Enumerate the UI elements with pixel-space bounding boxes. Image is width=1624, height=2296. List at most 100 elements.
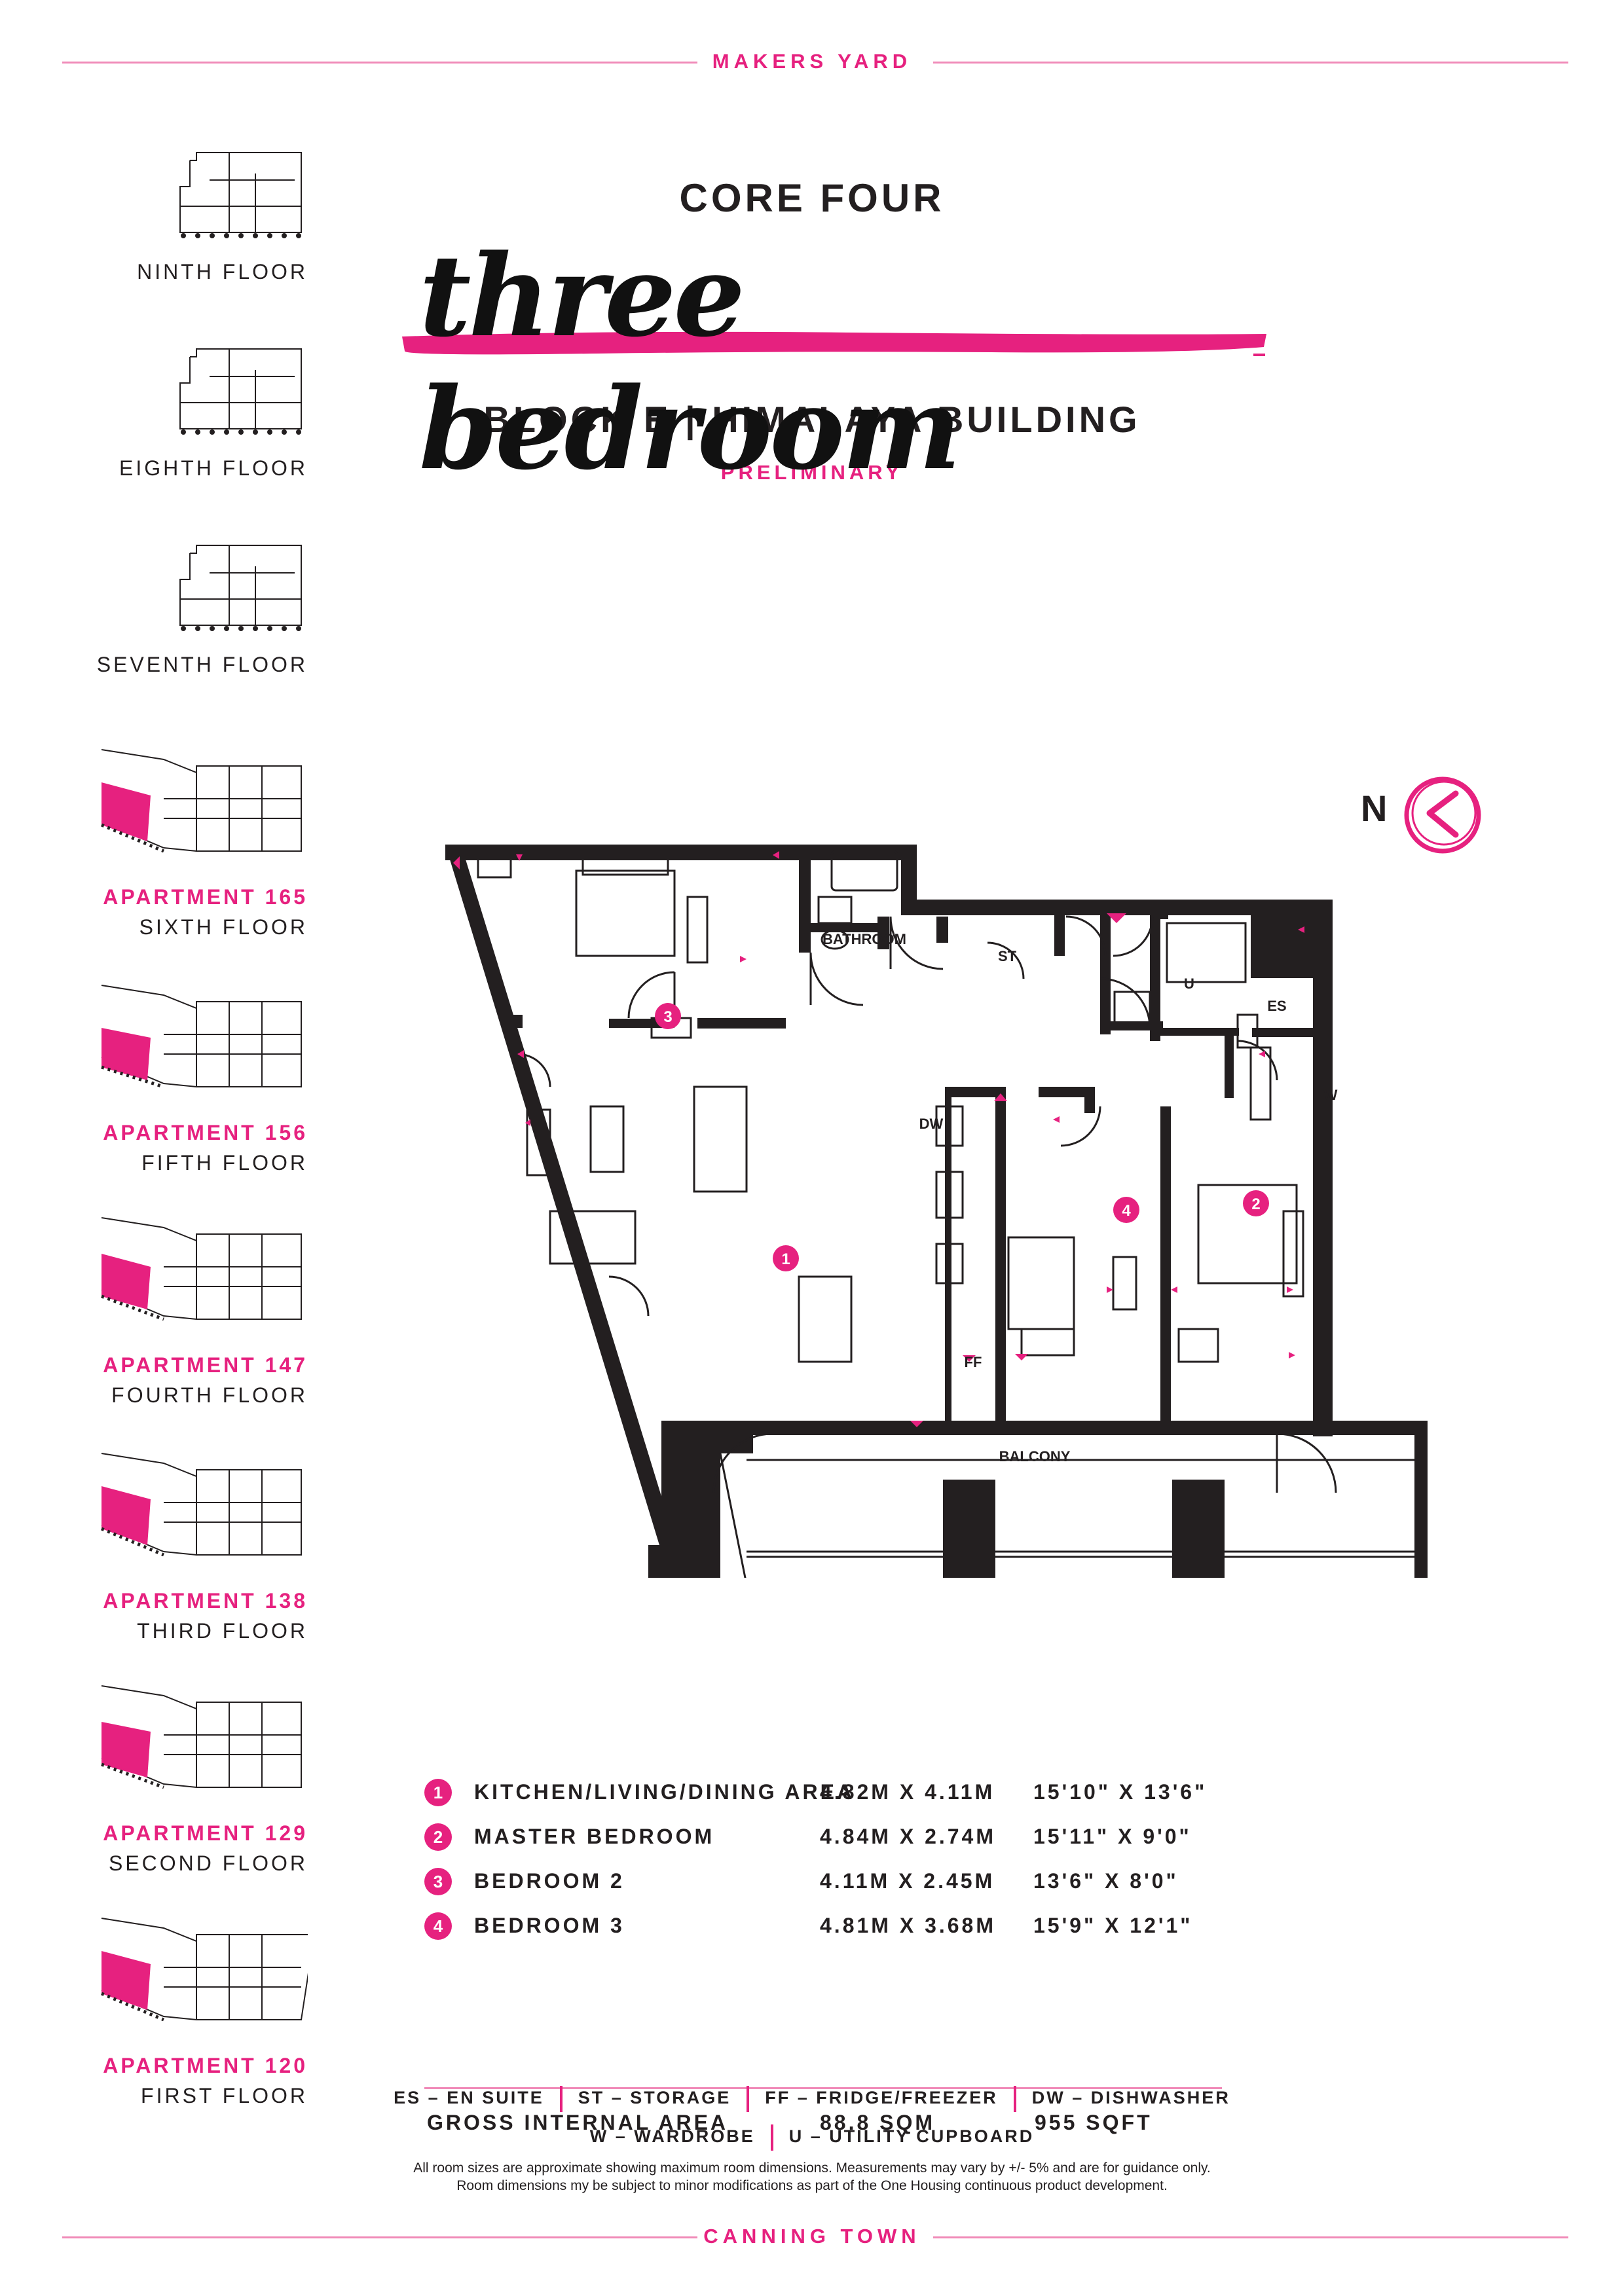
floor-label: EIGHTH FLOOR [119,456,308,480]
key-item: W – WARDROBE [589,2126,755,2147]
room-number-badge: 2 [424,1823,452,1851]
key-item: ST – STORAGE [578,2088,731,2108]
room-metric: 4.82M X 4.11M [820,1780,995,1804]
key-separator [770,2124,773,2151]
bottom-rule-left [62,2236,697,2238]
floor-thumbnail [101,749,302,853]
utility-label: U [1184,975,1194,992]
apartment-label: APARTMENT 129 [103,1821,308,1845]
key-separator [1013,2086,1016,2112]
block-title: BLOCK E | HIMALAYA BUILDING [483,399,1141,440]
gross-label: GROSS INTERNAL AREA [427,2111,729,2134]
gross-internal-area: GROSS INTERNAL AREA 88.8 SQM 955 SQFT [424,2108,1223,2141]
wardrobe-label: W [1324,1087,1338,1103]
storage-label: ST [998,948,1017,964]
floor-item-first: APARTMENT 120 FIRST FLOOR [98,1915,308,2111]
floor-label: SEVENTH FLOOR [96,653,308,676]
room-imperial: 15'10" X 13'6" [1033,1780,1208,1804]
room-name: KITCHEN/LIVING/DINING AREA [474,1780,855,1804]
fridge-label: FF [965,1354,982,1370]
schedule-divider [424,2087,1222,2089]
floor-label: FIRST FLOOR [141,2084,308,2107]
floor-plan: 3 1 4 2 BATHROOM ST U ES W DW FF BALCONY [445,845,1428,1578]
schedule-row: 3 BEDROOM 2 4.11M X 2.45M 13'6" X 8'0" [424,1867,1223,1899]
floor-thumbnail [179,545,302,631]
room-4-label: 4 [1122,1202,1131,1220]
key-item: ES – EN SUITE [394,2088,544,2108]
core-title: CORE FOUR [679,176,945,220]
headline: three bedroom [419,229,961,495]
floor-item-fifth: APARTMENT 156 FIFTH FLOOR [98,982,308,1178]
bottom-rule-right [933,2236,1568,2238]
apartment-label: APARTMENT 120 [103,2054,308,2077]
room-number-badge: 4 [424,1912,452,1940]
room-metric: 4.84M X 2.74M [820,1825,996,1848]
disclaimer-line: All room sizes are approximate showing m… [413,2160,1211,2176]
room-number-badge: 3 [424,1868,452,1895]
floor-label: FOURTH FLOOR [111,1383,308,1407]
room-name: BEDROOM 2 [474,1869,625,1893]
floor-label: SECOND FLOOR [108,1851,308,1875]
room-3-label: 3 [663,1008,672,1026]
status-label: PRELIMINARY [720,461,904,484]
room-2-label: 2 [1251,1195,1260,1213]
floor-thumbnail [179,152,302,238]
floor-item-third: APARTMENT 138 THIRD FLOOR [98,1450,308,1647]
floor-thumbnail [101,1685,302,1789]
headline-block: three bedroom [393,229,1283,495]
floor-item-eighth: EIGHTH FLOOR [98,344,308,484]
north-label: N [1361,788,1388,829]
schedule-row: 1 KITCHEN/LIVING/DINING AREA 4.82M X 4.1… [424,1777,1223,1810]
floor-label: NINTH FLOOR [137,260,308,283]
floor-thumbnail [179,348,302,435]
apartment-label: APARTMENT 165 [103,885,308,909]
disclaimer: All room sizes are approximate showing m… [0,2159,1624,2195]
floor-item-seventh: SEVENTH FLOOR [96,540,308,681]
room-metric: 4.11M X 2.45M [820,1869,995,1893]
dishwasher-label: DW [919,1116,944,1132]
abbreviation-key-line-2: W – WARDROBE U – UTILITY CUPBOARD [0,2124,1624,2151]
top-label: MAKERS YARD [712,50,912,73]
floor-thumbnail [101,1918,308,2022]
balcony-label: BALCONY [999,1448,1071,1465]
room-number-badge: 1 [424,1779,452,1806]
floor-thumbnail [101,1453,302,1557]
floor-thumbnail [101,985,302,1089]
apartment-label: APARTMENT 156 [103,1121,308,1144]
floor-item-sixth: APARTMENT 165 SIXTH FLOOR [98,746,308,943]
key-separator [559,2086,563,2112]
apartment-label: APARTMENT 147 [103,1353,308,1377]
schedule-row: 2 MASTER BEDROOM 4.84M X 2.74M 15'11" X … [424,1822,1223,1855]
key-item: FF – FRIDGE/FREEZER [765,2088,998,2108]
key-separator [747,2086,750,2112]
floor-item-fourth: APARTMENT 147 FOURTH FLOOR [98,1214,308,1411]
room-name: MASTER BEDROOM [474,1825,715,1848]
ensuite-label: ES [1267,998,1286,1014]
top-rule-left [62,62,697,64]
floor-thumbnail [101,1217,302,1321]
room-imperial: 15'9" X 12'1" [1033,1914,1193,1937]
brush-stroke [402,331,1266,356]
top-rule-right [933,62,1568,64]
key-item: DW – DISHWASHER [1031,2088,1230,2108]
apartment-label: APARTMENT 138 [103,1589,308,1613]
abbreviation-key-line-1: ES – EN SUITE ST – STORAGE FF – FRIDGE/FRE… [0,2086,1624,2112]
key-item: U – UTILITY CUPBOARD [788,2126,1035,2147]
room-imperial: 15'11" X 9'0" [1033,1825,1192,1848]
room-1-label: 1 [781,1250,790,1268]
disclaimer-line: Room dimensions my be subject to minor m… [456,2178,1168,2193]
floor-label: SIXTH FLOOR [139,915,308,939]
room-imperial: 13'6" X 8'0" [1033,1869,1179,1893]
gross-imperial: 955 SQFT [1035,2111,1153,2134]
schedule-row: 4 BEDROOM 3 4.81M X 3.68M 15'9" X 12'1" [424,1911,1223,1944]
floor-item-second: APARTMENT 129 SECOND FLOOR [98,1683,308,1879]
bathroom-label: BATHROOM [822,931,906,947]
floor-item-ninth: NINTH FLOOR [98,147,308,288]
floor-label: THIRD FLOOR [137,1619,308,1643]
room-metric: 4.81M X 3.68M [820,1914,996,1937]
compass-icon [1404,776,1481,854]
room-name: BEDROOM 3 [474,1914,625,1937]
north-compass: N [1361,773,1485,858]
floor-label: FIFTH FLOOR [141,1151,308,1175]
gross-metric: 88.8 SQM [820,2111,936,2134]
